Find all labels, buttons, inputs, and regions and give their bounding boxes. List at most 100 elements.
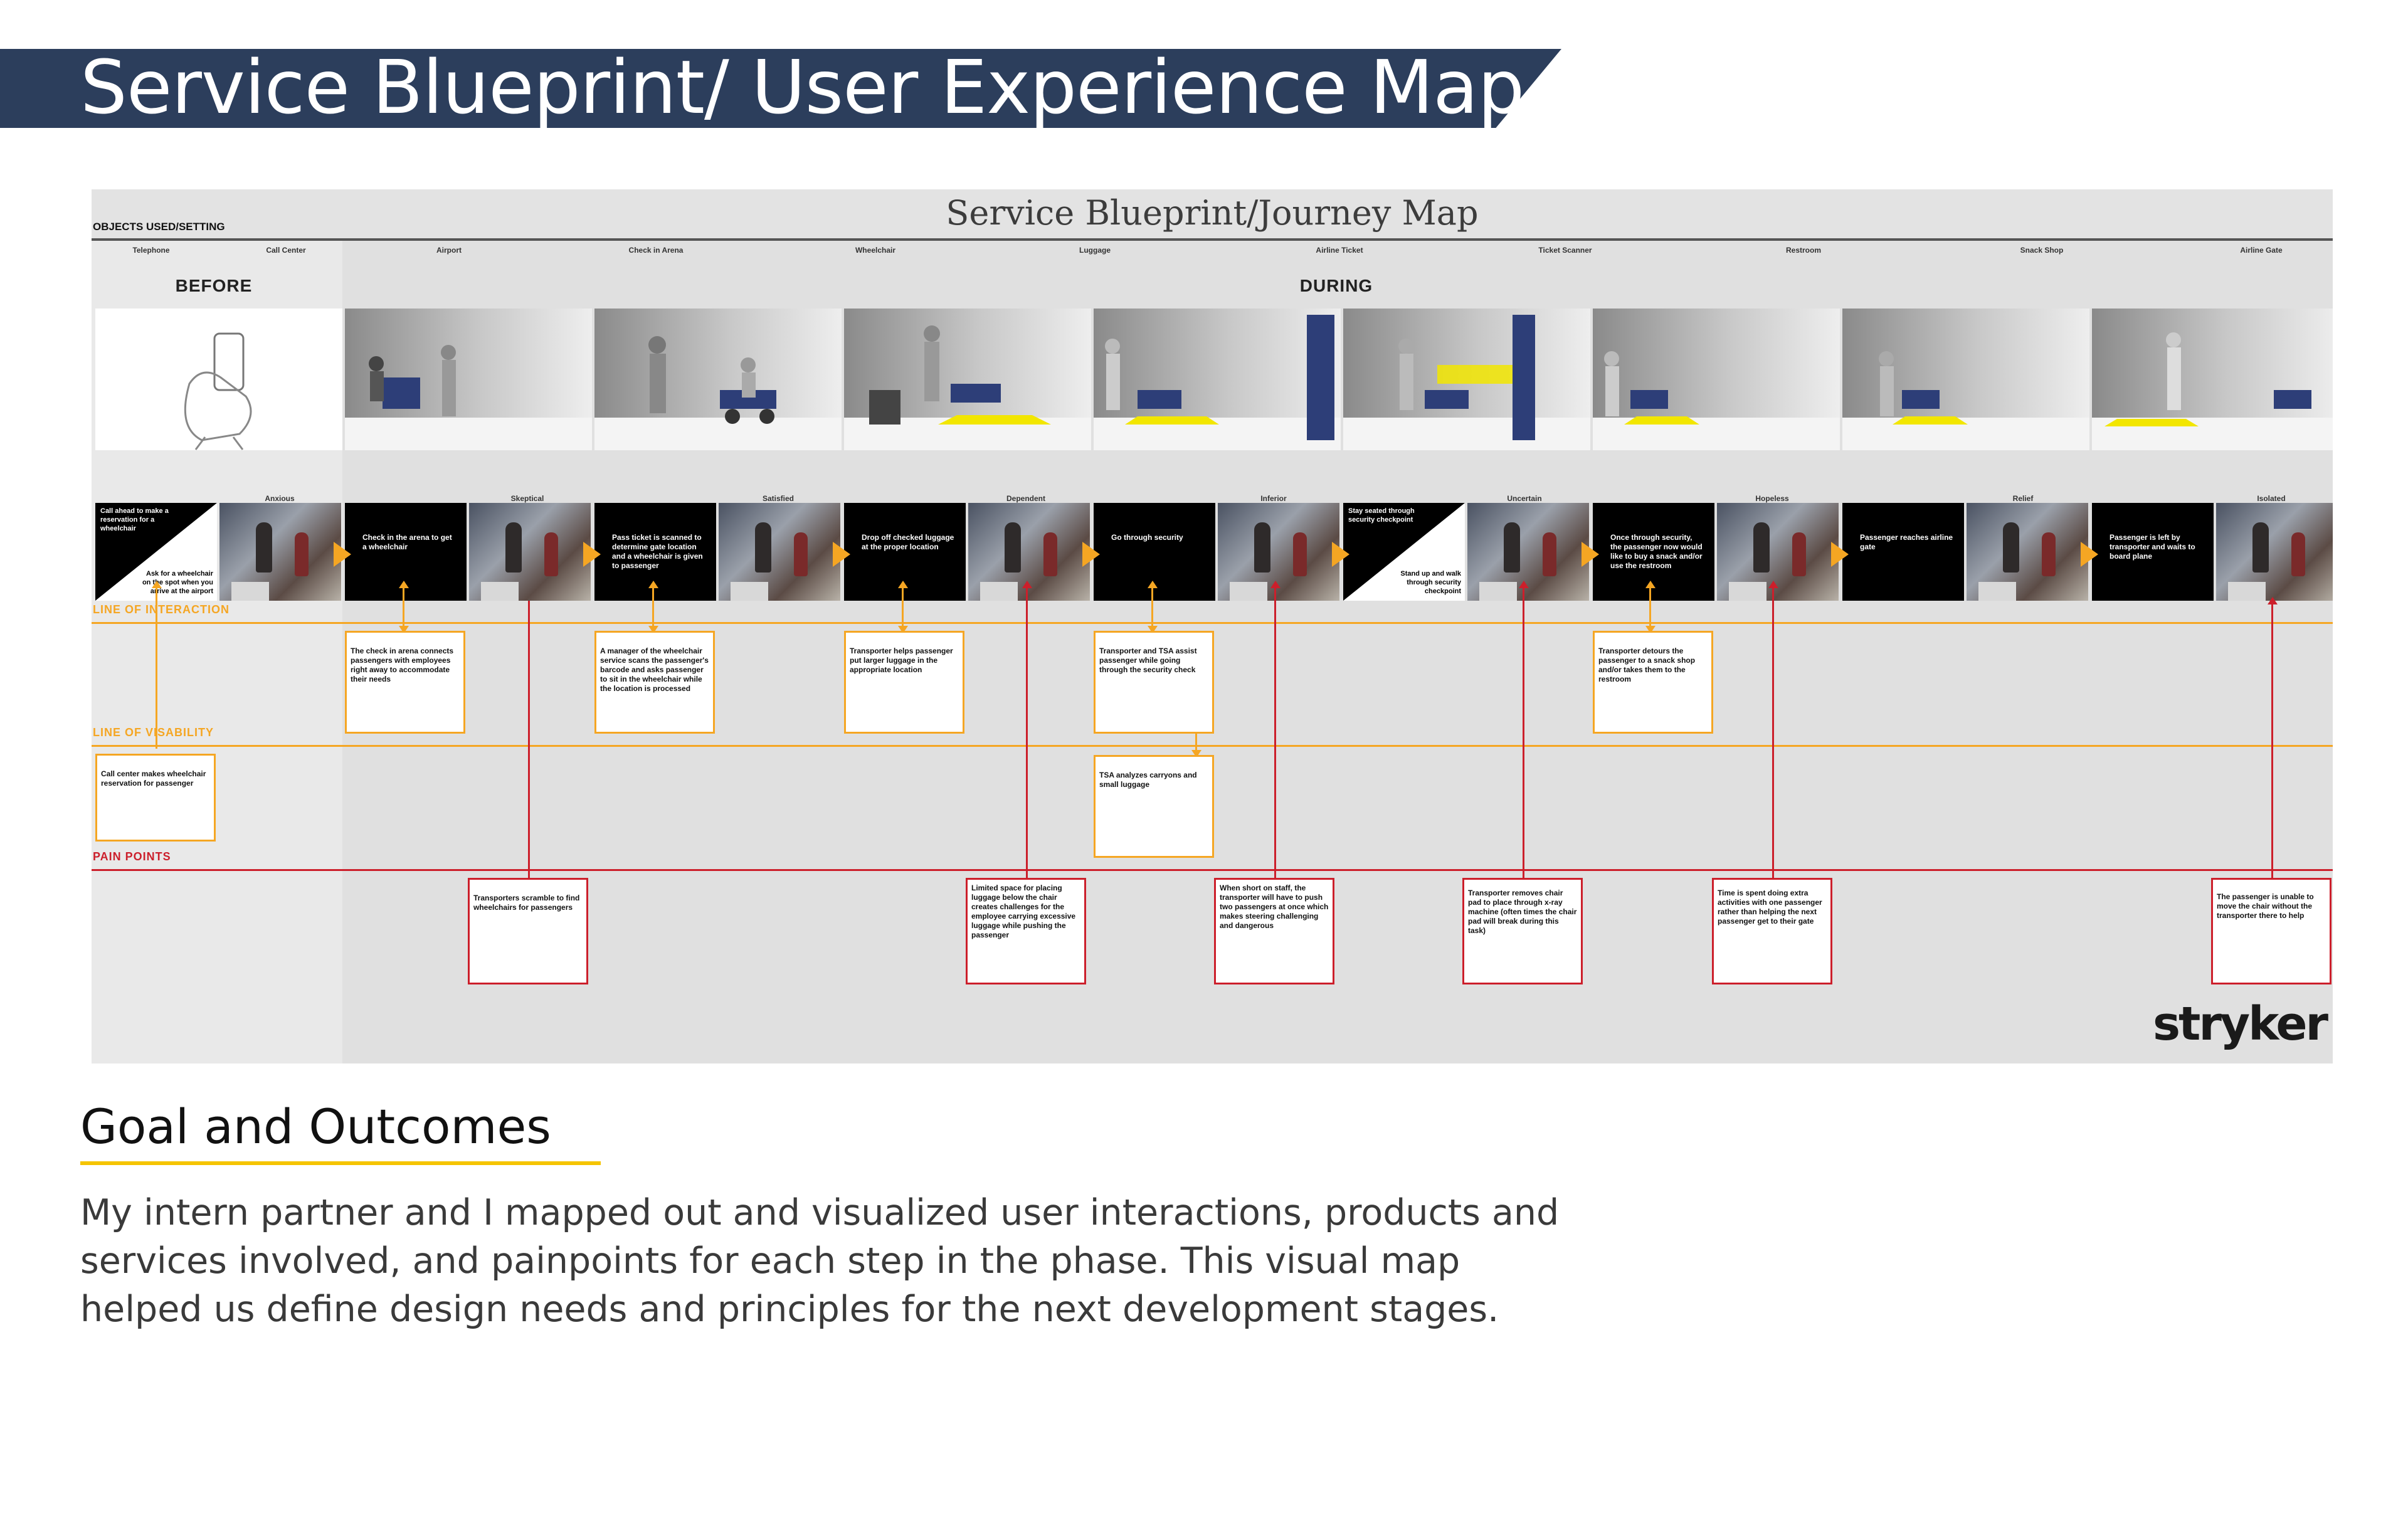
illustration-phone-call — [95, 309, 342, 450]
connector — [1649, 584, 1651, 627]
arrow-up-icon — [1022, 581, 1032, 588]
connector — [1151, 584, 1153, 627]
header-banner — [0, 49, 1561, 128]
arrow-right-icon — [1082, 542, 1100, 567]
arrow-up-icon — [399, 581, 409, 588]
pain-connector — [1026, 584, 1028, 890]
photo-cell — [1218, 503, 1339, 601]
action-text: Pass ticket is scanned to determine gate… — [612, 533, 703, 570]
object-label: Airport — [436, 246, 462, 255]
emotion-label: Uncertain — [1507, 494, 1542, 503]
object-label: Ticket Scanner — [1538, 246, 1592, 255]
line-of-interaction — [92, 622, 2333, 624]
object-label: Restroom — [1785, 246, 1822, 255]
object-label: Luggage — [1079, 246, 1111, 255]
illustration-check-in — [594, 309, 842, 450]
arrow-up-icon — [1768, 581, 1778, 588]
connector — [902, 584, 904, 627]
object-label: Airline Ticket — [1316, 246, 1363, 255]
emotion-label: Relief — [2012, 494, 2034, 503]
frontstage-box: Transporter detours the passenger to a s… — [1593, 631, 1713, 734]
pain-point-box: The passenger is unable to move the chai… — [2211, 878, 2331, 984]
line-of-visibility — [92, 745, 2333, 747]
line-of-visibility-label: LINE OF VISABILITY — [93, 726, 214, 739]
goal-body: My intern partner and I mapped out and v… — [80, 1192, 1560, 1330]
pain-point-box: Time is spent doing extra activities wit… — [1712, 878, 1832, 984]
arrow-right-icon — [334, 542, 351, 567]
arrow-right-icon — [1332, 542, 1349, 567]
pain-points-line — [92, 869, 2333, 871]
arrow-right-icon — [2081, 542, 2098, 567]
illustration-restroom — [1593, 309, 1840, 450]
arrow-right-icon — [1582, 542, 1599, 567]
frontstage-box: A manager of the wheelchair service scan… — [594, 631, 715, 734]
action-cell: Passenger is left by transporter and wai… — [2092, 503, 2214, 601]
arrow-up-icon — [648, 581, 658, 588]
arrow-right-icon — [583, 542, 601, 567]
action-cell: Pass ticket is scanned to determine gate… — [594, 503, 716, 601]
emotion-label: Satisfied — [762, 494, 795, 503]
arrow-up-icon — [2268, 597, 2278, 604]
page-title: Service Blueprint/ User Experience Map — [80, 44, 1524, 130]
illustration-snack-shop — [1842, 309, 2089, 450]
action-text: Drop off checked luggage at the proper l… — [862, 533, 954, 551]
pain-points-label: PAIN POINTS — [93, 850, 171, 863]
photo-cell — [2216, 503, 2333, 601]
scenario-illustrations — [92, 309, 2333, 453]
action-cell: Stay seated through security checkpoint … — [1343, 503, 1465, 601]
pain-point-box: When short on staff, the transporter wil… — [1214, 878, 1334, 984]
objects-used-label: OBJECTS USED/SETTING — [93, 221, 225, 233]
object-label: Airline Gate — [2240, 246, 2283, 255]
phase-during-label: DURING — [1299, 276, 1373, 295]
pain-point-box: Transporters scramble to find wheelchair… — [468, 878, 588, 984]
action-text: Stay seated through security checkpoint — [1348, 507, 1415, 524]
action-text: Passenger is left by transporter and wai… — [2110, 533, 2195, 561]
illustration-airport — [345, 309, 592, 450]
object-label: Snack Shop — [2020, 246, 2064, 255]
action-text-alt: Ask for a wheelchair on the spot when yo… — [142, 570, 213, 595]
blueprint-title: Service Blueprint/Journey Map — [946, 193, 1479, 233]
pain-connector — [1772, 584, 1774, 890]
arrow-right-icon — [1831, 542, 1849, 567]
emotion-label: Dependent — [1006, 494, 1046, 503]
stryker-logo: stryker — [2152, 997, 2328, 1051]
frontstage-box: Transporter and TSA assist passenger whi… — [1094, 631, 1214, 734]
phase-before-label: BEFORE — [175, 276, 253, 295]
action-cell: Passenger reaches airline gate — [1842, 503, 1964, 601]
action-text: Passenger reaches airline gate — [1860, 533, 1953, 551]
emotion-label: Hopeless — [1755, 494, 1789, 503]
illustration-wheelchair-luggage — [844, 309, 1091, 450]
pain-connector — [528, 601, 530, 890]
arrow-up-icon — [898, 581, 908, 588]
illustration-airline-gate — [2092, 309, 2333, 450]
object-label: Check in Arena — [628, 246, 684, 255]
action-text: Go through security — [1111, 533, 1183, 542]
arrow-up-icon — [1148, 581, 1158, 588]
arrow-up-icon — [1645, 581, 1656, 588]
goal-title: Goal and Outcomes — [80, 1099, 551, 1154]
photo-cell — [1967, 503, 2088, 601]
pain-point-box: Limited space for placing luggage below … — [966, 878, 1086, 984]
action-text: Once through security, the passenger now… — [1610, 533, 1703, 570]
illustration-ticket-scanner — [1343, 309, 1590, 450]
emotion-label: Anxious — [265, 494, 295, 503]
arrow-right-icon — [833, 542, 850, 567]
illustration-security — [1094, 309, 1341, 450]
action-text-alt: Stand up and walk through security check… — [1400, 570, 1461, 595]
frontstage-box: The check in arena connects passengers w… — [345, 631, 465, 734]
photo-cell — [469, 503, 591, 601]
photo-cell — [219, 503, 341, 601]
action-text: Call ahead to make a reservation for a w… — [100, 507, 169, 532]
connector — [1195, 731, 1197, 754]
pain-connector — [2271, 601, 2273, 890]
connector — [403, 584, 404, 627]
backstage-box: TSA analyzes carryons and small luggage — [1094, 755, 1214, 858]
arrow-up-icon — [152, 581, 162, 588]
backstage-box: Call center makes wheelchair reservation… — [95, 754, 216, 842]
pain-connector — [1274, 584, 1276, 890]
arrow-up-icon — [1270, 581, 1281, 588]
connector — [156, 584, 157, 749]
frontstage-box: Transporter helps passenger put larger l… — [844, 631, 964, 734]
line-of-interaction-label: LINE OF INTERACTION — [93, 603, 230, 616]
photo-cell — [719, 503, 840, 601]
